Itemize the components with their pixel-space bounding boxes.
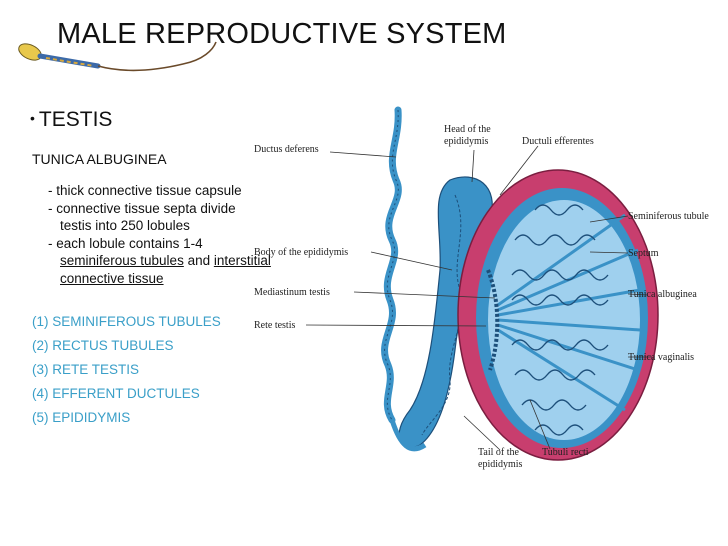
testis-diagram: Ductus deferens Head of the epididymis D… xyxy=(254,106,709,470)
description-list: - thick connective tissue capsule - conn… xyxy=(48,182,271,287)
connective-tissue-link[interactable]: connective tissue xyxy=(60,270,164,286)
label-tubuli-recti: Tubuli recti xyxy=(542,447,589,458)
list-item: (4) EFFERENT DUCTULES xyxy=(32,386,200,401)
label-tunica-vaginalis: Tunica vaginalis xyxy=(628,352,694,363)
label-tail-epididymis: epididymis xyxy=(478,459,523,470)
slide-title: MALE REPRODUCTIVE SYSTEM xyxy=(57,18,507,50)
bullet-icon: • xyxy=(30,110,35,126)
rete-testis-shape xyxy=(486,269,500,371)
seminiferous-tubules-link[interactable]: seminiferous tubules xyxy=(60,253,184,268)
interstitial-link[interactable]: interstitial xyxy=(213,253,271,268)
desc-text: and xyxy=(183,253,214,268)
desc-line: - each lobule contains 1-4 seminiferous … xyxy=(48,235,271,288)
seminiferous-tubules-shape xyxy=(511,204,609,436)
parts-list: (1) SEMINIFEROUS TUBULES (2) RECTUS TUBU… xyxy=(32,310,221,430)
section-heading: •TESTIS xyxy=(30,108,112,132)
desc-text: testis into 250 lobules xyxy=(60,218,190,233)
label-body-epididymis: Body of the epididymis xyxy=(254,247,348,258)
label-seminiferous-tubule: Seminiferous tubule xyxy=(628,211,709,222)
list-item: (3) RETE TESTIS xyxy=(32,362,140,377)
section-title: TESTIS xyxy=(38,108,113,131)
desc-line: - connective tissue septa divide testis … xyxy=(48,200,271,235)
desc-text: - connective tissue septa divide xyxy=(48,200,236,216)
label-septum: Septum xyxy=(628,248,659,259)
label-tunica-albuginea: Tunica albuginea xyxy=(628,289,697,300)
septum-lines xyxy=(497,213,641,412)
label-head-epididymis: Head of the xyxy=(444,124,491,135)
label-mediastinum: Mediastinum testis xyxy=(254,287,330,298)
desc-line: - thick connective tissue capsule xyxy=(48,183,242,198)
label-head-epididymis: epididymis xyxy=(444,136,489,147)
label-ductus-deferens: Ductus deferens xyxy=(254,144,319,155)
leader-lines xyxy=(305,145,652,451)
sperm-icon xyxy=(18,41,217,72)
desc-text-row: seminiferous tubules and interstitial xyxy=(48,252,271,270)
label-rete-testis: Rete testis xyxy=(254,320,295,331)
label-tail-epididymis: Tail of the xyxy=(478,447,520,458)
desc-text: - each lobule contains 1-4 xyxy=(48,235,203,251)
subheading: TUNICA ALBUGINEA xyxy=(32,151,167,167)
list-item: (5) EPIDIDYMIS xyxy=(32,410,131,425)
list-item: (2) RECTUS TUBULES xyxy=(32,338,174,353)
list-item: (1) SEMINIFEROUS TUBULES xyxy=(32,314,221,329)
label-ductuli-efferentes: Ductuli efferentes xyxy=(522,136,594,147)
testis-interior-shape xyxy=(488,200,640,440)
